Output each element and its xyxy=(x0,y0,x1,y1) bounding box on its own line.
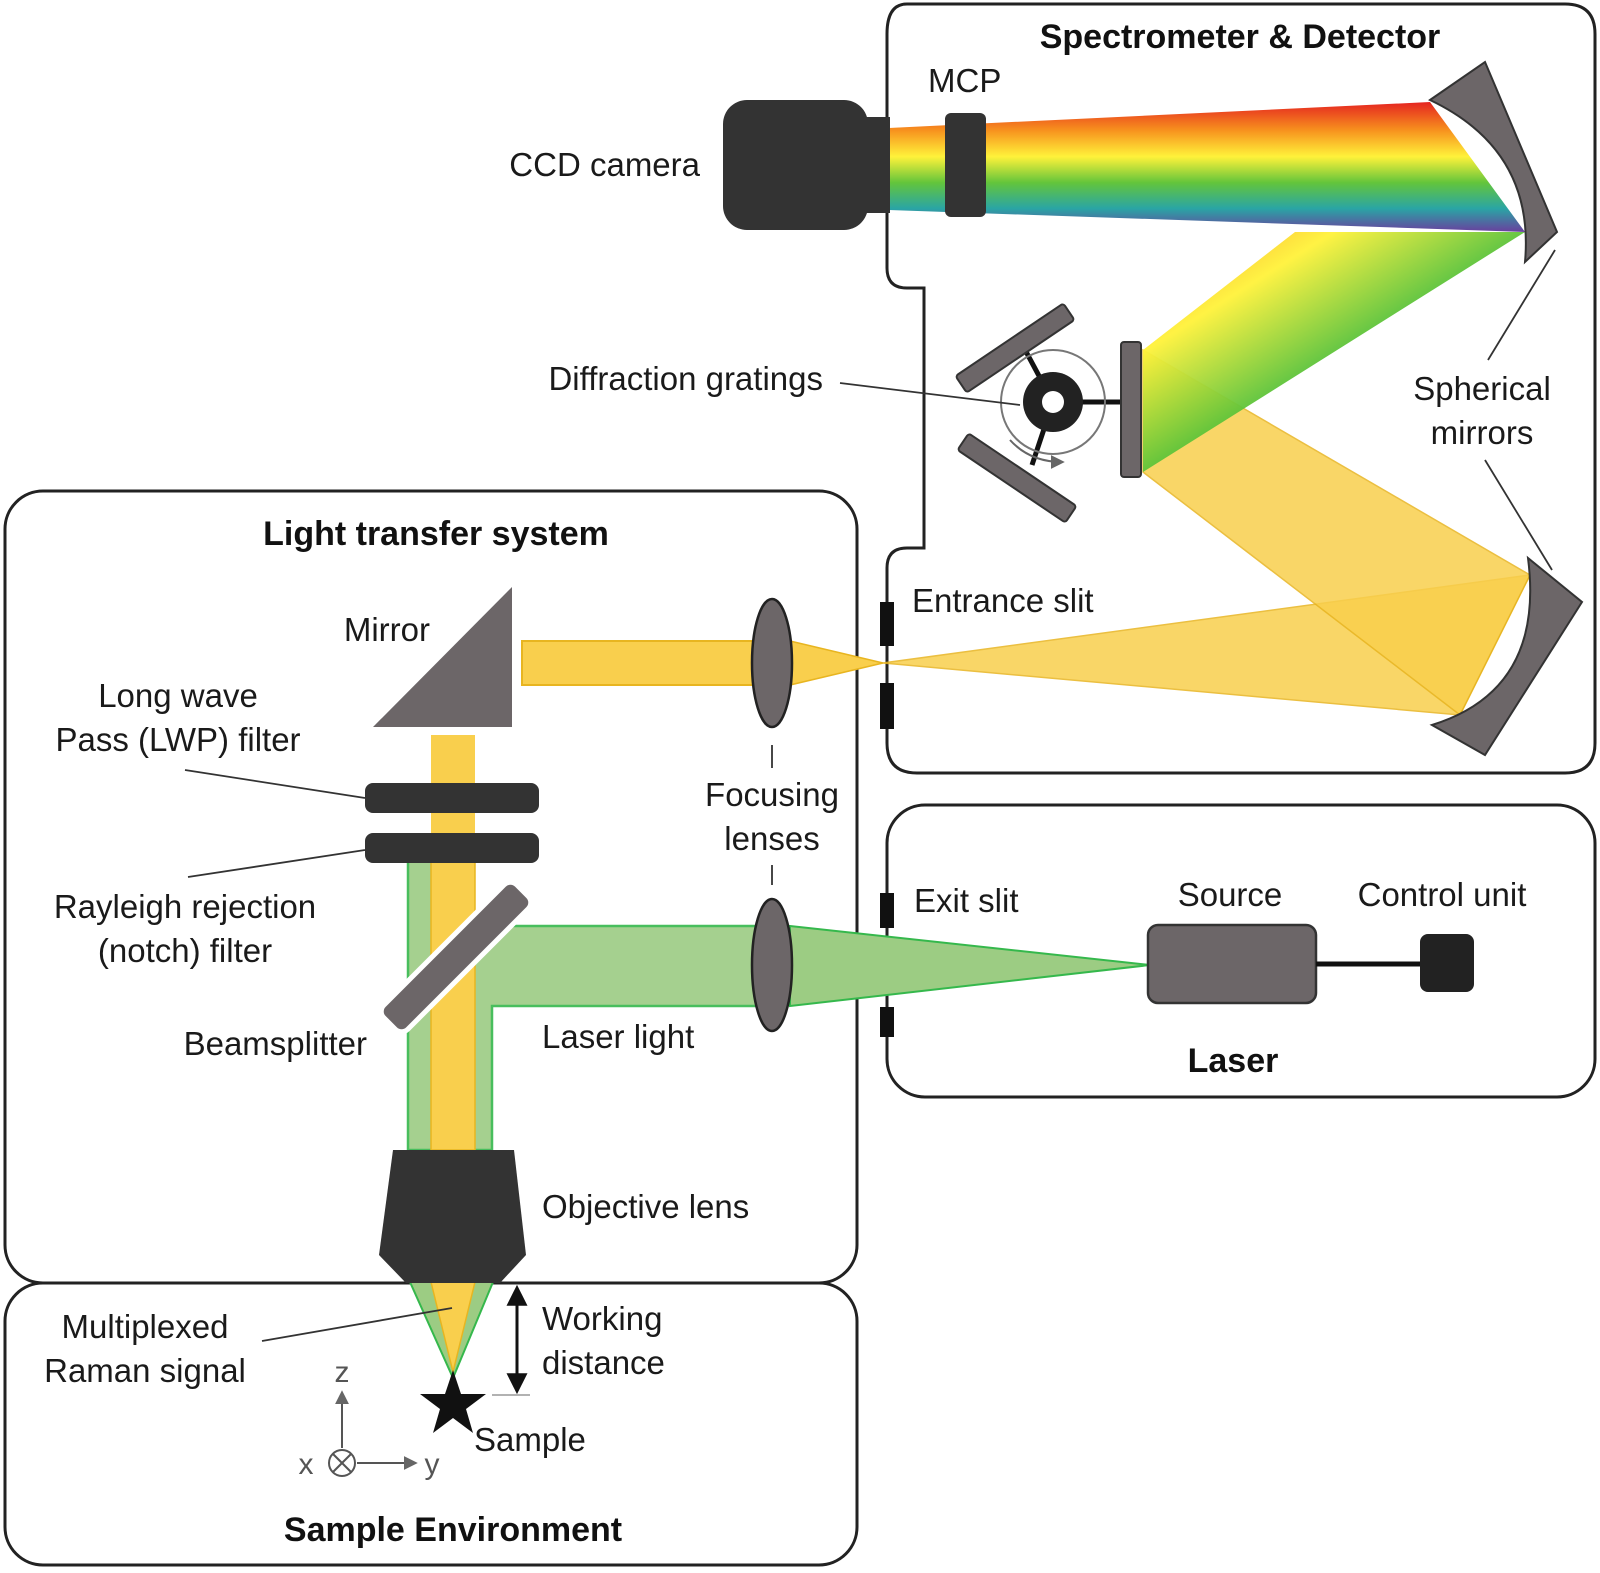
leader-diffraction xyxy=(839,382,1021,406)
spherical-mirror-bottom xyxy=(1429,555,1584,757)
label-mcp: MCP xyxy=(928,62,1001,99)
label-spherical-1: Spherical xyxy=(1413,370,1551,407)
label-mirror: Mirror xyxy=(344,611,430,648)
leader-raman xyxy=(261,1307,453,1342)
spectrometer-panel xyxy=(885,2,1597,775)
coordinate-axes xyxy=(328,1390,418,1477)
laser-control-unit xyxy=(1420,934,1474,992)
mcp xyxy=(945,113,986,217)
leader-lwp xyxy=(184,769,366,799)
raman-beam-inner xyxy=(430,859,476,1151)
entrance-slit-bottom xyxy=(880,683,894,729)
label-lwp-1: Long wave xyxy=(98,677,258,714)
label-working-1: Working xyxy=(542,1300,662,1337)
label-entrance-slit: Entrance slit xyxy=(912,582,1094,619)
ccd-camera xyxy=(723,100,868,230)
label-working-2: distance xyxy=(542,1344,665,1381)
label-beamsplitter: Beamsplitter xyxy=(184,1025,367,1062)
label-rayleigh-1: Rayleigh rejection xyxy=(54,888,316,925)
laser-beam-source xyxy=(789,924,1151,1008)
label-ccd-camera: CCD camera xyxy=(509,146,700,183)
label-laser-light: Laser light xyxy=(542,1018,694,1055)
exit-slit-top xyxy=(880,893,894,928)
axis-label-x: x xyxy=(299,1448,314,1481)
lwp-filter xyxy=(365,783,539,813)
label-diffraction-gratings: Diffraction gratings xyxy=(548,360,823,397)
diffraction-gratings xyxy=(955,303,1142,523)
focusing-lens-bottom xyxy=(750,897,794,1033)
label-raman-1: Multiplexed xyxy=(62,1308,229,1345)
spectrum-beam-diagonal xyxy=(1143,232,1525,472)
axis-label-y: y xyxy=(425,1448,440,1481)
rayleigh-filter xyxy=(365,833,539,863)
label-spherical-2: mirrors xyxy=(1431,414,1534,451)
title-light-transfer: Light transfer system xyxy=(263,515,609,553)
title-sample-environment: Sample Environment xyxy=(284,1511,622,1549)
ccd-camera-mount xyxy=(862,117,890,213)
exit-slit-bottom xyxy=(880,1007,894,1037)
label-objective-lens: Objective lens xyxy=(542,1188,749,1225)
label-focusing-2: lenses xyxy=(724,820,819,857)
beamsplitter xyxy=(378,879,534,1035)
spectrum-beam-top xyxy=(888,102,1525,232)
objective-lens xyxy=(379,1150,526,1283)
sample-star xyxy=(420,1370,486,1433)
label-lwp-2: Pass (LWP) filter xyxy=(55,721,300,758)
label-source: Source xyxy=(1178,876,1283,913)
raman-beam-focus xyxy=(789,640,884,686)
label-focusing-1: Focusing xyxy=(705,776,839,813)
label-control-unit: Control unit xyxy=(1358,876,1527,913)
leader-spherical-bottom xyxy=(1484,459,1553,571)
spherical-mirror-top xyxy=(1428,60,1559,265)
mirror-prism xyxy=(373,587,512,727)
leader-rayleigh xyxy=(187,849,366,878)
label-raman-2: Raman signal xyxy=(44,1352,246,1389)
focusing-lens-top xyxy=(750,597,794,729)
axis-label-z: z xyxy=(335,1356,350,1389)
label-exit-slit: Exit slit xyxy=(914,882,1019,919)
laser-source xyxy=(1146,923,1318,1005)
raman-beam-horizontal xyxy=(521,640,754,686)
entrance-slit-top xyxy=(880,602,894,646)
title-spectrometer: Spectrometer & Detector xyxy=(1040,18,1441,56)
label-rayleigh-2: (notch) filter xyxy=(98,932,272,969)
title-laser: Laser xyxy=(1188,1042,1279,1080)
label-sample: Sample xyxy=(474,1421,586,1458)
leader-spherical-top xyxy=(1487,249,1556,361)
